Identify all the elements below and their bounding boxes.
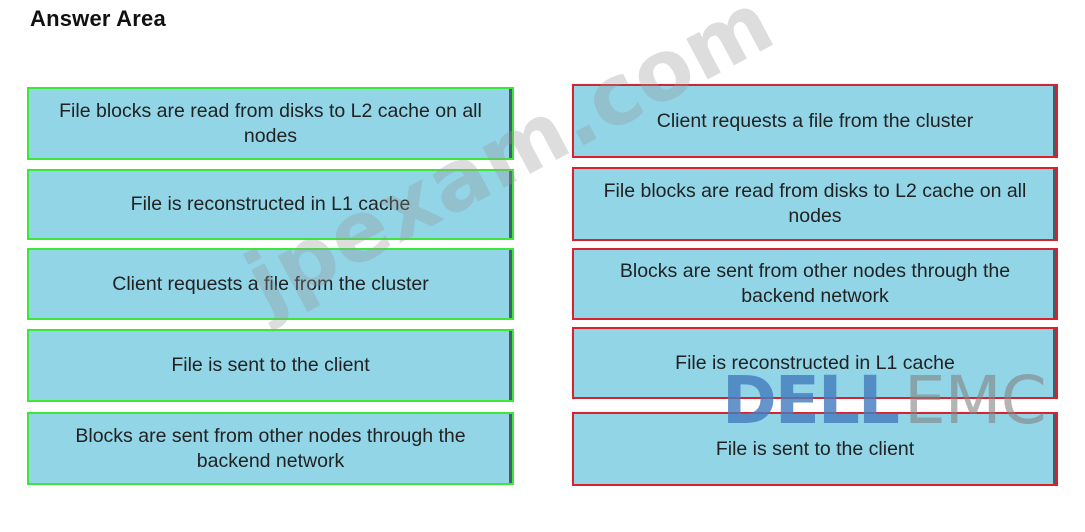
source-action-label: File is reconstructed in L1 cache — [130, 193, 411, 215]
answer-slot[interactable]: File is reconstructed in L1 cache — [572, 327, 1058, 399]
answer-slot[interactable]: Blocks are sent from other nodes through… — [572, 248, 1058, 320]
source-action-label: File blocks are read from disks to L2 ca… — [59, 99, 482, 147]
answer-slot-label: Client requests a file from the cluster — [656, 109, 974, 132]
answer-area-title: Answer Area — [30, 6, 166, 31]
answer-slot[interactable]: File blocks are read from disks to L2 ca… — [572, 167, 1058, 241]
source-action-label: Blocks are sent from other nodes through… — [75, 424, 466, 472]
source-action-item[interactable]: Blocks are sent from other nodes through… — [27, 412, 514, 485]
source-action-item[interactable]: Client requests a file from the cluster — [27, 248, 514, 320]
answer-slot-label: File is sent to the client — [715, 437, 915, 460]
source-action-item[interactable]: File is sent to the client — [27, 329, 514, 402]
source-action-label: Client requests a file from the cluster — [112, 272, 429, 295]
source-action-item[interactable]: File is reconstructed in L1 cache — [27, 169, 514, 240]
source-action-item[interactable]: File blocks are read from disks to L2 ca… — [27, 87, 514, 160]
answer-slot-label: Blocks are sent from other nodes through… — [619, 260, 1011, 307]
source-action-label: File is sent to the client — [171, 354, 370, 376]
answer-slot[interactable]: Client requests a file from the cluster — [572, 84, 1058, 158]
answer-slot-label: File blocks are read from disks to L2 ca… — [603, 180, 1027, 227]
answer-slot-label: File is reconstructed in L1 cache — [675, 351, 955, 374]
answer-slot[interactable]: File is sent to the client — [572, 412, 1058, 486]
